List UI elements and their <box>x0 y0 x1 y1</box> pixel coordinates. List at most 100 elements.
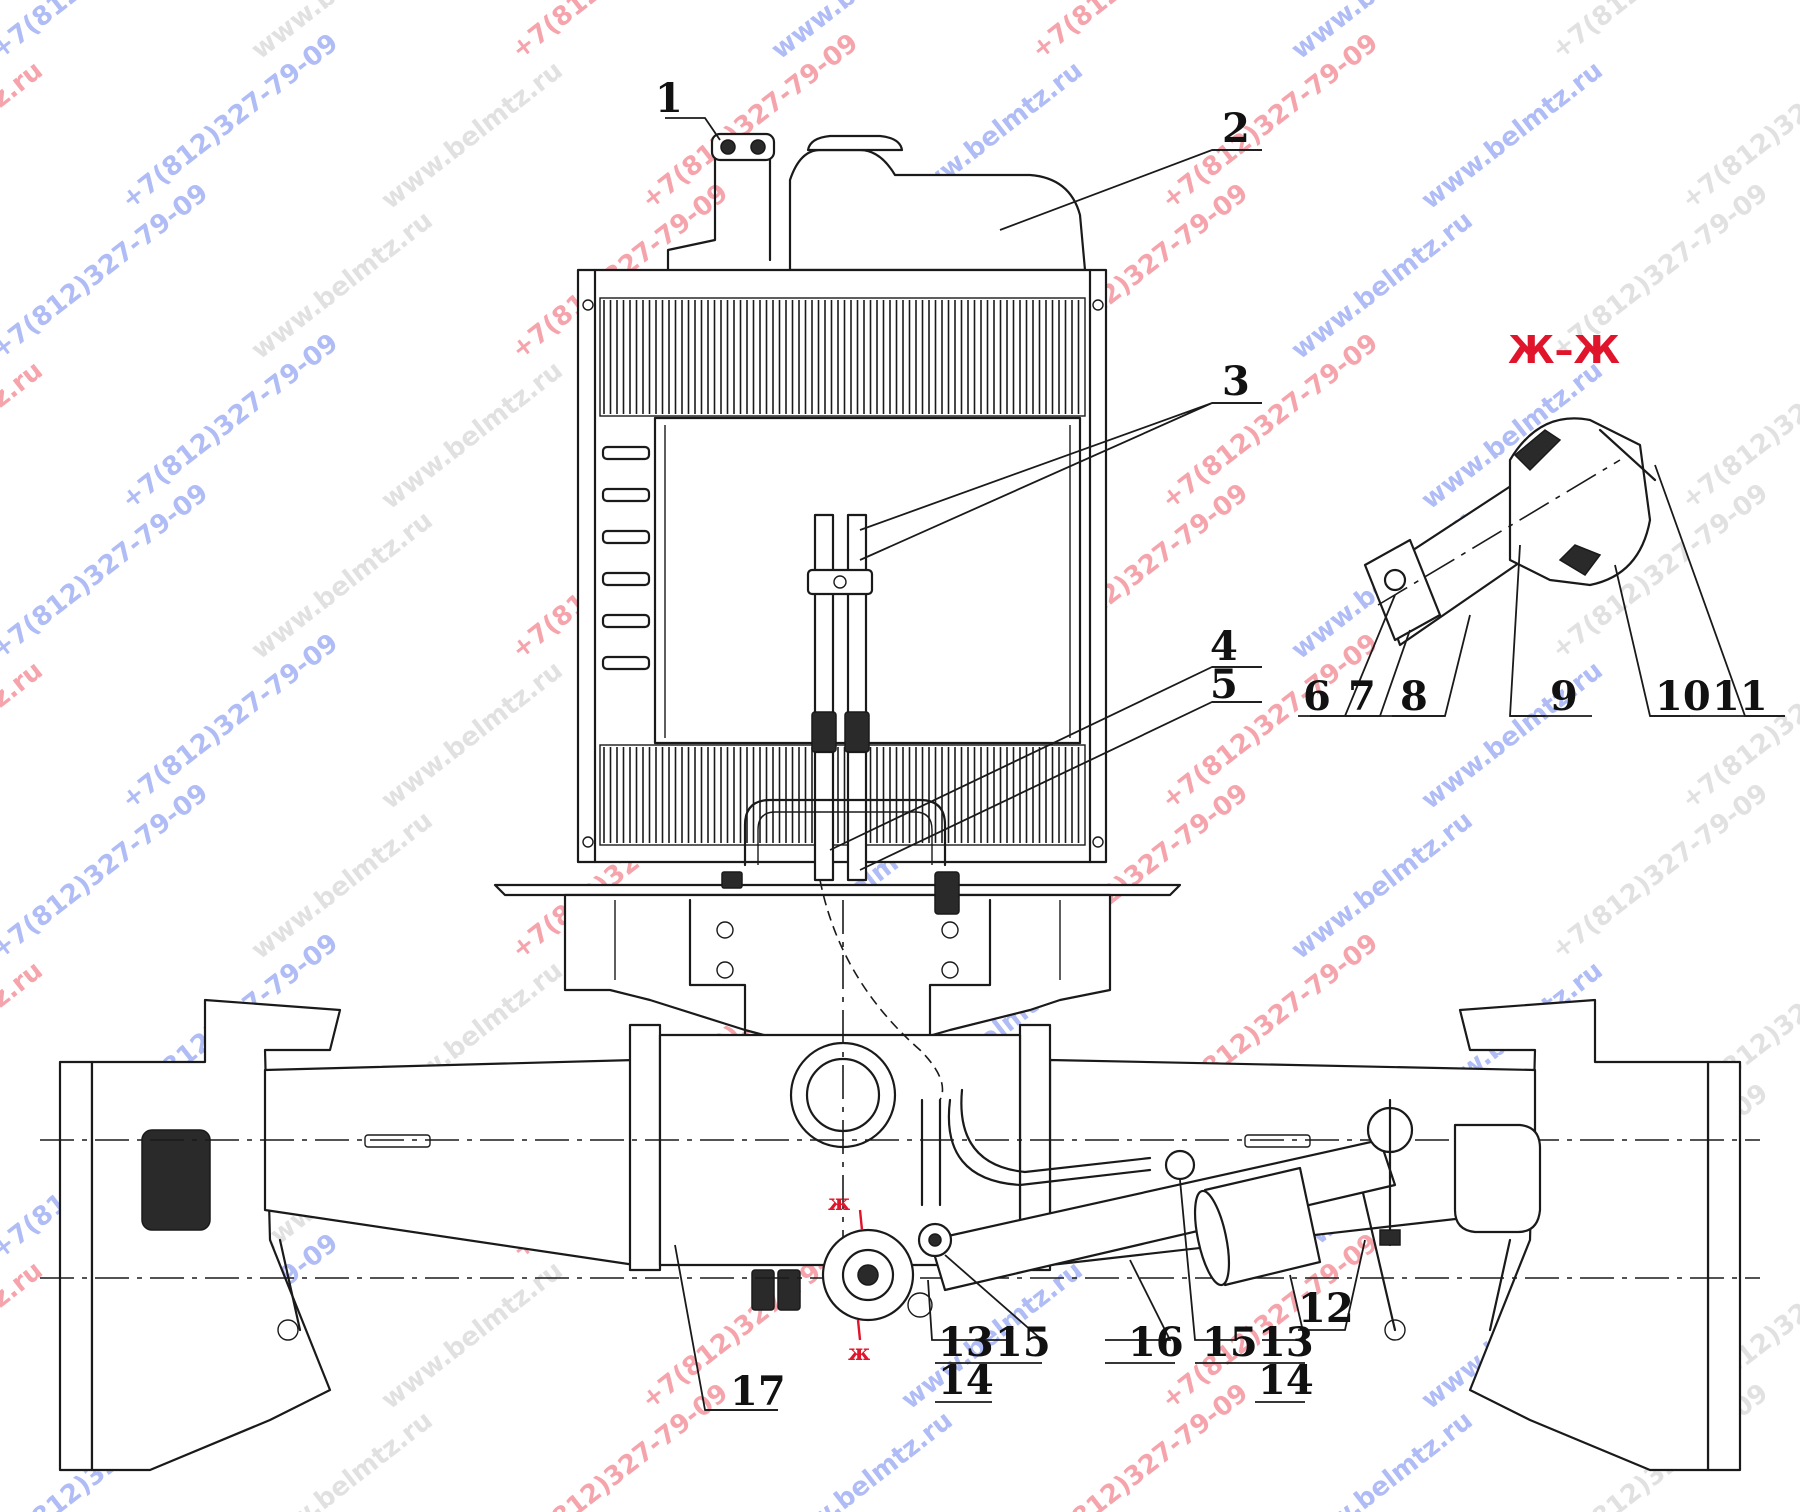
watermark-text: +7(812)327-79-09 <box>1676 628 1800 815</box>
callout-16: 16 <box>1128 1319 1184 1366</box>
bracket-web <box>688 898 992 1042</box>
watermark-text: www.belmtz.ru <box>766 0 959 66</box>
radiator-assembly <box>576 132 1108 882</box>
watermark-text: +7(812)327-79-09 <box>1026 1378 1254 1512</box>
callout-10: 10 <box>1655 673 1711 720</box>
bolt-nut <box>1379 1229 1401 1246</box>
hose-fitting <box>811 711 837 753</box>
watermark-text: www.belmtz.ru <box>376 1256 569 1416</box>
hose-fitting <box>844 711 870 753</box>
watermark-text: +7(812)327-79-09 <box>116 28 344 215</box>
drain-plug <box>751 1269 775 1311</box>
hydraulic-hose-left <box>813 513 835 727</box>
pipe-left <box>813 750 835 882</box>
detail-axis <box>1377 459 1621 606</box>
grease-fitting <box>907 1292 933 1318</box>
clamp-bolt <box>833 575 847 589</box>
lifting-handle-inner <box>757 811 933 865</box>
housing-flange-left <box>628 1023 662 1272</box>
callout-underlines <box>705 149 1785 1411</box>
lower-core-fins <box>603 747 1080 843</box>
upper-core-fins <box>603 300 1080 414</box>
watermark-text: www.belmtz.ru <box>1286 806 1479 966</box>
callout-6: 6 <box>1303 673 1331 720</box>
cut-mark-top: ж <box>828 1190 850 1216</box>
callout-3: 3 <box>1222 358 1250 405</box>
right-wheel-flange <box>1706 1060 1742 1472</box>
bracket-rib <box>614 900 1061 980</box>
callout-5: 5 <box>1210 661 1238 708</box>
tie-rod-bracket <box>1453 1123 1542 1234</box>
hose-clamp <box>806 568 874 596</box>
return-hose <box>920 1098 942 1207</box>
watermark-text: +7(812)327-79-09 <box>1676 328 1800 515</box>
hydraulic-hose-right <box>846 513 868 727</box>
drain-plug <box>777 1269 801 1311</box>
section-label: Ж–Ж <box>1508 328 1620 372</box>
callout-15-right: 15 <box>1202 1319 1258 1366</box>
pressure-hose-outer <box>960 1088 1152 1174</box>
bolt-head <box>750 139 766 155</box>
cut-marks: ж ж <box>828 1190 870 1366</box>
tank-bracket <box>666 153 772 272</box>
watermark-text: +7(812)327-79-09 <box>1156 28 1384 215</box>
left-wheel-flange <box>58 1060 94 1472</box>
steering-arm <box>278 1238 1512 1332</box>
callout-9: 9 <box>1550 673 1578 720</box>
watermark-text: +7(812)327-79-09 <box>506 1378 734 1512</box>
watermark-text: www.belmtz.ru <box>1286 1406 1479 1512</box>
watermark-text: www.belmtz.ru <box>0 56 49 216</box>
ball-joint-right <box>1164 1149 1196 1181</box>
callout-13-right: 13 <box>1258 1319 1314 1366</box>
watermark-text: www.belmtz.ru <box>0 956 49 1116</box>
corner-bolt <box>1092 836 1104 848</box>
watermark-text: +7(812)327-79-09 <box>116 328 344 515</box>
callout-7: 7 <box>1348 673 1376 720</box>
support-bracket <box>493 871 1182 1052</box>
bolt-head <box>720 139 736 155</box>
watermark-text: +7(812)327-79-09 <box>0 478 214 665</box>
watermark-text: +7(812)327-79-09 <box>0 0 214 66</box>
side-louvers <box>601 445 651 671</box>
upper-core <box>599 297 1086 417</box>
pressure-hose <box>947 1098 1152 1187</box>
callout-numbers: 1 2 3 4 5 6 7 8 9 10 11 12 13 14 15 16 1… <box>655 75 1768 1415</box>
watermark-text: www.belmtz.ru <box>0 656 49 816</box>
watermark-text: www.belmtz.ru <box>376 656 569 816</box>
mount-nut <box>934 871 960 915</box>
watermark-text: www.belmtz.ru <box>766 1406 959 1512</box>
watermark-text: +7(812)327-79-09 <box>1546 0 1774 66</box>
watermark-text: www.belmtz.ru <box>1286 206 1479 366</box>
watermark-text: +7(812)327-79-09 <box>0 178 214 365</box>
steering-cylinder <box>819 879 1542 1322</box>
expansion-tank <box>788 148 1087 272</box>
section-cut-line <box>856 1209 864 1341</box>
watermark-text: www.belmtz.ru <box>246 1406 439 1512</box>
corner-bolt <box>582 299 594 311</box>
callout-14-right: 14 <box>1258 1357 1314 1404</box>
detail-ball-socket <box>1508 417 1652 587</box>
watermark-text: www.belmtz.ru <box>0 356 49 516</box>
axle-slot <box>1244 1134 1311 1148</box>
watermark-text: www.belmtz.ru <box>246 806 439 966</box>
front-axle <box>40 900 1760 1472</box>
right-arm-link <box>1358 1178 1397 1332</box>
watermark-text: www.belmtz.ru <box>246 506 439 666</box>
lifting-handle <box>743 798 947 867</box>
cut-mark-bottom: ж <box>848 1340 870 1366</box>
watermark-text: +7(812)327-79-09 <box>1676 28 1800 215</box>
callout-11: 11 <box>1712 673 1768 720</box>
watermark-text: www.belmtz.ru <box>1416 56 1609 216</box>
corner-bolt <box>582 836 594 848</box>
callout-1: 1 <box>655 75 683 122</box>
callout-15-left: 15 <box>995 1319 1051 1366</box>
mount-nut <box>721 871 743 889</box>
watermark-text: +7(812)327-79-09 <box>506 0 734 66</box>
callout-4: 4 <box>1210 623 1238 670</box>
watermark-text: www.belmtz.ru <box>1286 0 1479 66</box>
base-plate <box>493 883 1182 897</box>
hose-routing <box>819 879 944 1101</box>
callout-13-left: 13 <box>938 1319 994 1366</box>
watermark-text: +7(812)327-79-09 <box>116 628 344 815</box>
